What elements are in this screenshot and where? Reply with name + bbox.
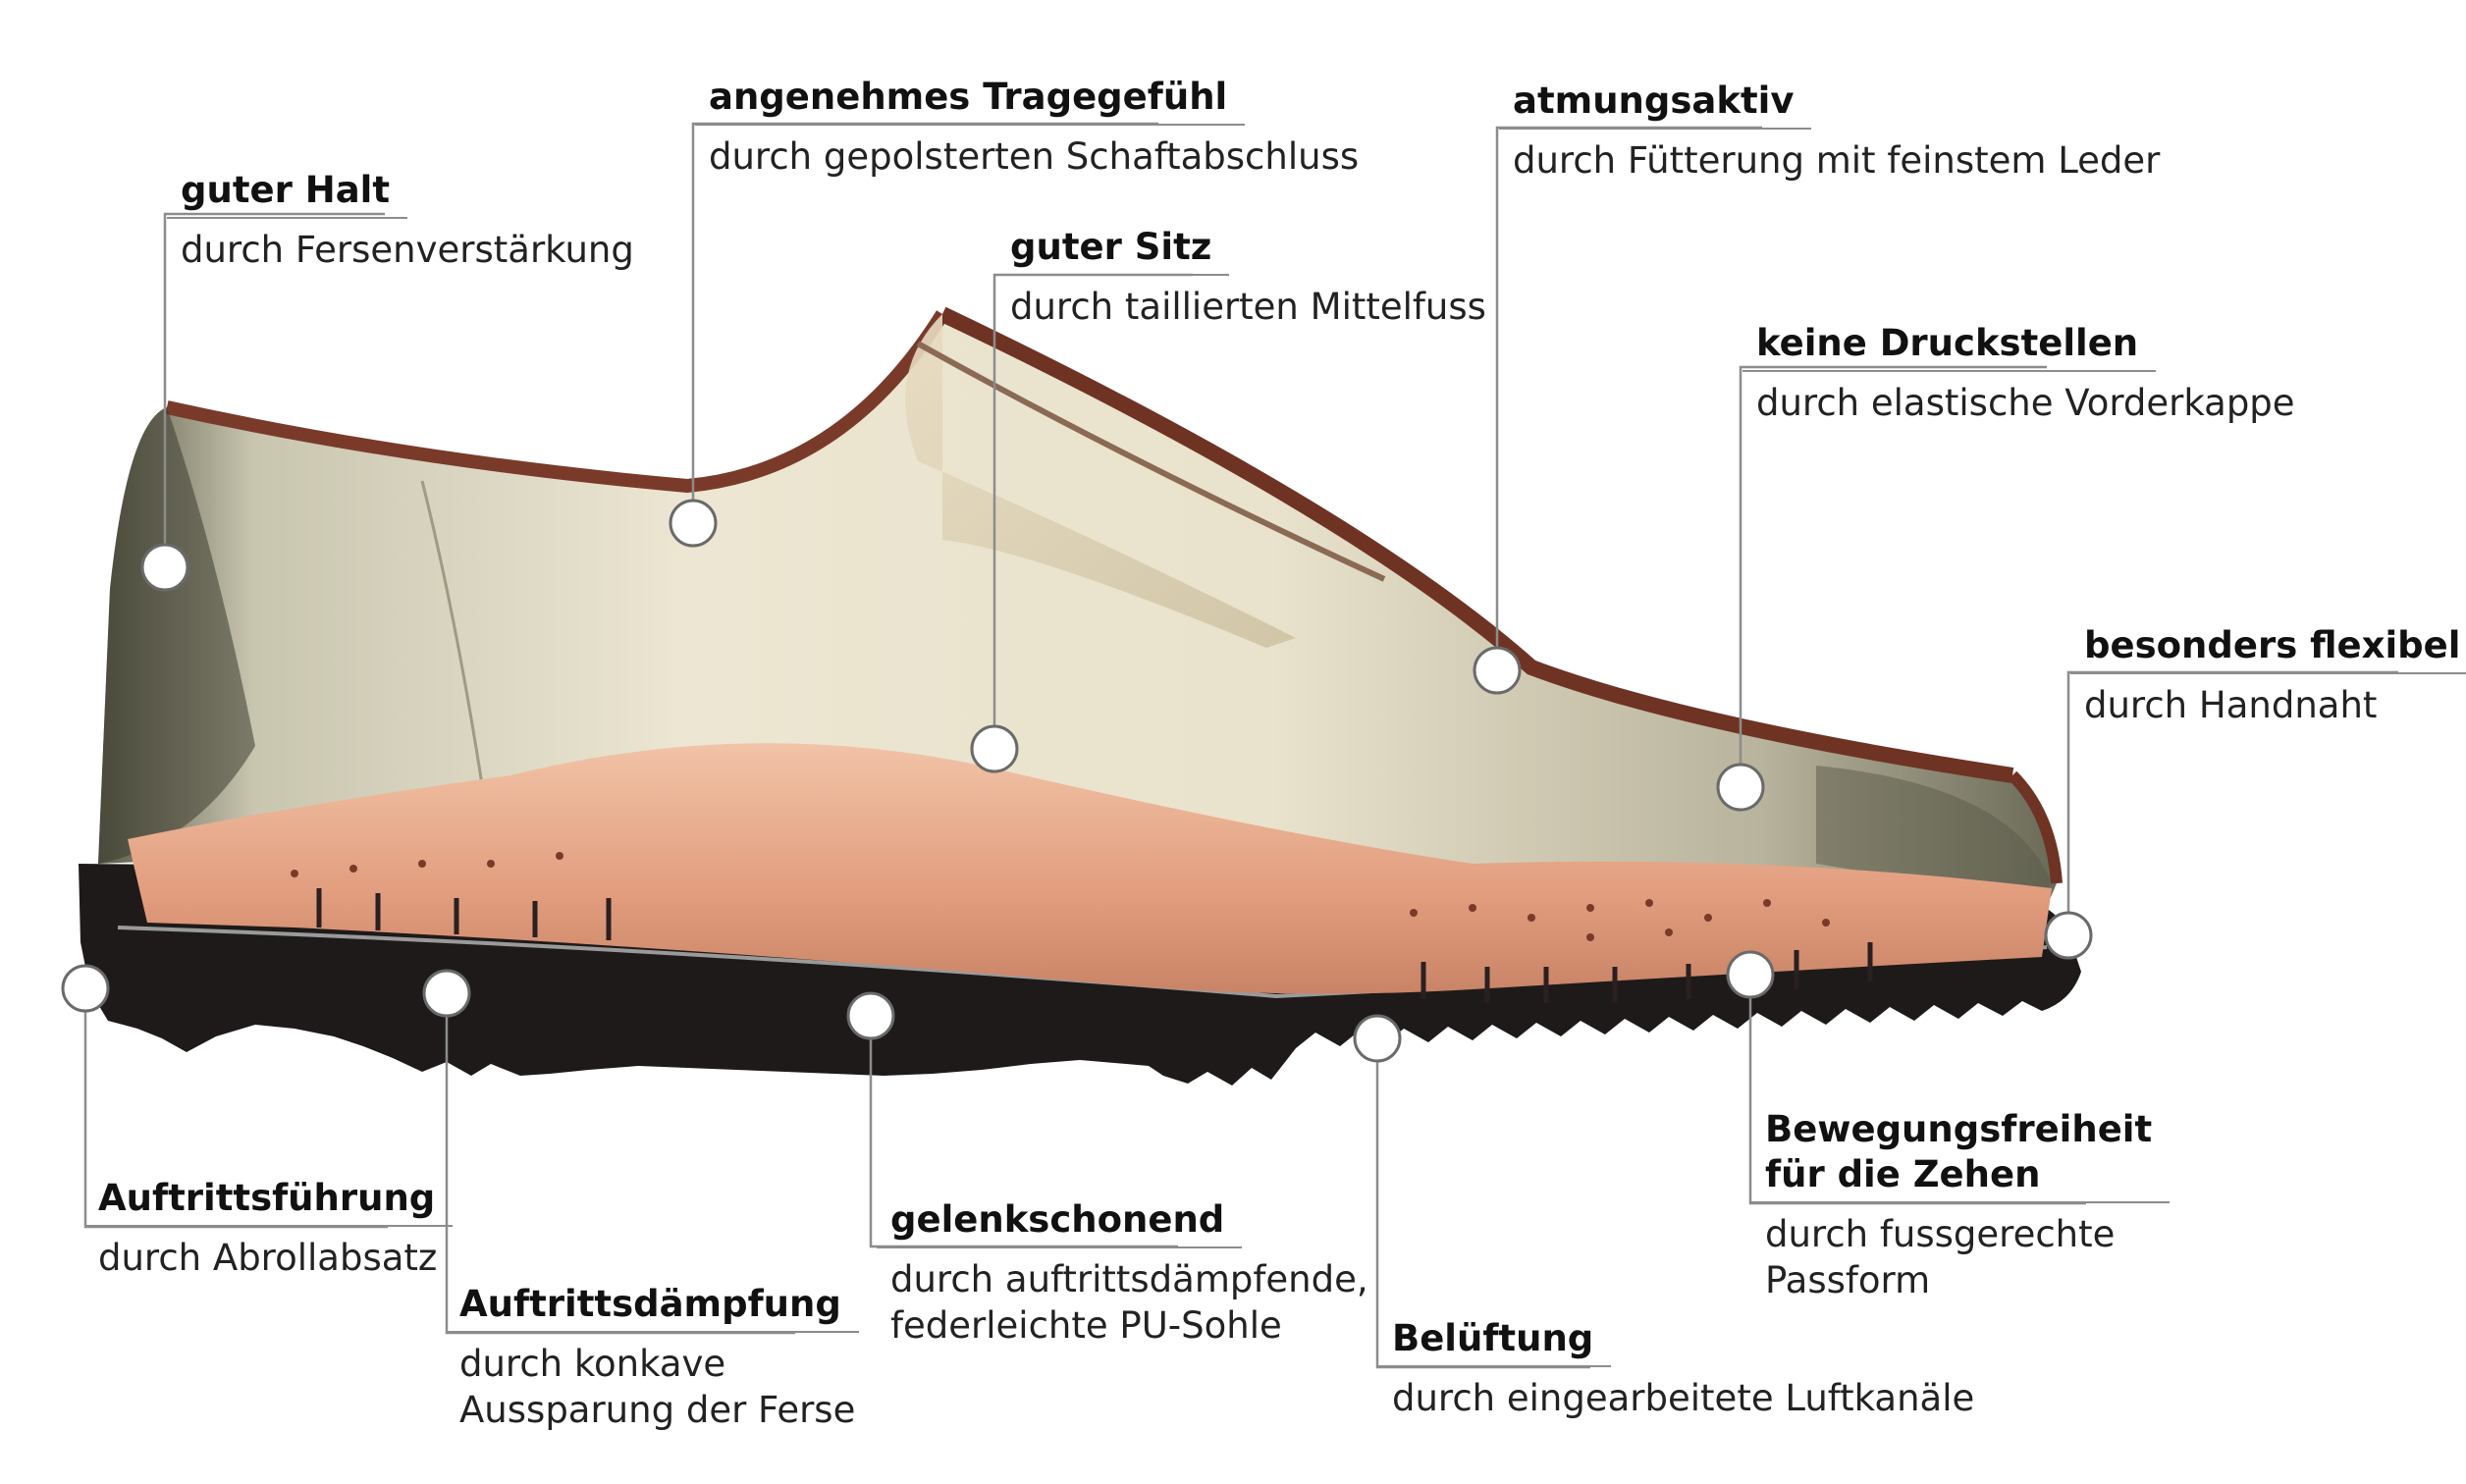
callout-desc: durch Handnaht — [2084, 684, 2378, 726]
callout-desc: durch auftrittsdämpfende, federleichte P… — [890, 1256, 1368, 1349]
callout-gelenk: gelenkschonend durch auftrittsdämpfende,… — [877, 1197, 1368, 1349]
callout-title-line: Bewegungsfreiheit — [1765, 1108, 2153, 1150]
callout-flex: besonders flexibel durch Handnaht — [2070, 623, 2466, 728]
callout-desc: durch Abrollabsatz — [98, 1237, 438, 1279]
callout-desc-line: Passform — [1765, 1259, 1931, 1301]
marker-flex — [2044, 911, 2093, 960]
marker-druck — [1716, 763, 1765, 812]
callout-lueftung: Belüftung durch eingearbeitete Luftkanäl… — [1378, 1316, 1975, 1421]
marker-halt — [140, 543, 189, 592]
callout-desc: durch fussgerechte Passform — [1765, 1211, 2170, 1303]
callout-atmung: atmungsaktiv durch Fütterung mit feinste… — [1499, 79, 2161, 184]
callout-halt: guter Halt durch Fersenverstärkung — [167, 168, 634, 273]
marker-gelenk — [846, 991, 895, 1040]
callout-title: Bewegungsfreiheit für die Zehen — [1751, 1107, 2171, 1203]
callout-title: keine Druckstellen — [1742, 321, 2157, 372]
callout-daempfung: Auftrittsdämpfung durch konkave Aussparu… — [446, 1282, 859, 1433]
callout-title: Auftrittsführung — [84, 1176, 454, 1227]
callout-desc: durch taillierten Mittelfuss — [1010, 286, 1486, 328]
callout-desc: durch eingearbeitete Luftkanäle — [1392, 1377, 1975, 1419]
marker-lueftung — [1353, 1014, 1402, 1063]
callout-desc: durch gepolsterten Schaftabschluss — [709, 135, 1360, 178]
callout-title: Auftrittsdämpfung — [446, 1282, 859, 1333]
callout-desc: durch Fütterung mit feinstem Leder — [1513, 139, 2161, 182]
marker-atmung — [1473, 646, 1522, 695]
callout-desc-line: durch auftrittsdämpfende, — [890, 1258, 1368, 1300]
marker-trage — [669, 499, 718, 548]
callout-title: atmungsaktiv — [1499, 79, 1812, 130]
callout-title: guter Sitz — [996, 225, 1230, 276]
marker-fuehrung — [61, 964, 110, 1013]
callout-desc: durch konkave Aussparung der Ferse — [459, 1341, 859, 1433]
callout-desc-line: durch konkave — [459, 1343, 726, 1385]
callout-title-line: für die Zehen — [1765, 1153, 2041, 1195]
callout-title: Belüftung — [1378, 1316, 1612, 1367]
marker-daempfung — [422, 969, 471, 1018]
callout-desc: durch Fersenverstärkung — [181, 229, 634, 271]
callout-desc-line: durch fussgerechte — [1765, 1213, 2116, 1255]
marker-sitz — [970, 724, 1019, 773]
marker-zehen — [1726, 950, 1775, 999]
callout-desc-line: Aussparung der Ferse — [459, 1389, 856, 1431]
callout-desc-line: federleichte PU-Sohle — [890, 1304, 1282, 1347]
callout-title: guter Halt — [167, 168, 408, 219]
callout-title: gelenkschonend — [877, 1197, 1243, 1248]
callout-desc: durch elastische Vorderkappe — [1756, 382, 2295, 424]
callout-trage: angenehmes Tragegefühl durch gepolsterte… — [695, 75, 1360, 180]
callout-fuehrung: Auftrittsführung durch Abrollabsatz — [84, 1176, 454, 1281]
callout-druck: keine Druckstellen durch elastische Vord… — [1742, 321, 2295, 426]
callout-title: besonders flexibel — [2070, 623, 2466, 674]
callout-sitz: guter Sitz durch taillierten Mittelfuss — [996, 225, 1486, 330]
callout-title: angenehmes Tragegefühl — [695, 75, 1246, 126]
callout-zehen: Bewegungsfreiheit für die Zehen durch fu… — [1751, 1107, 2171, 1303]
